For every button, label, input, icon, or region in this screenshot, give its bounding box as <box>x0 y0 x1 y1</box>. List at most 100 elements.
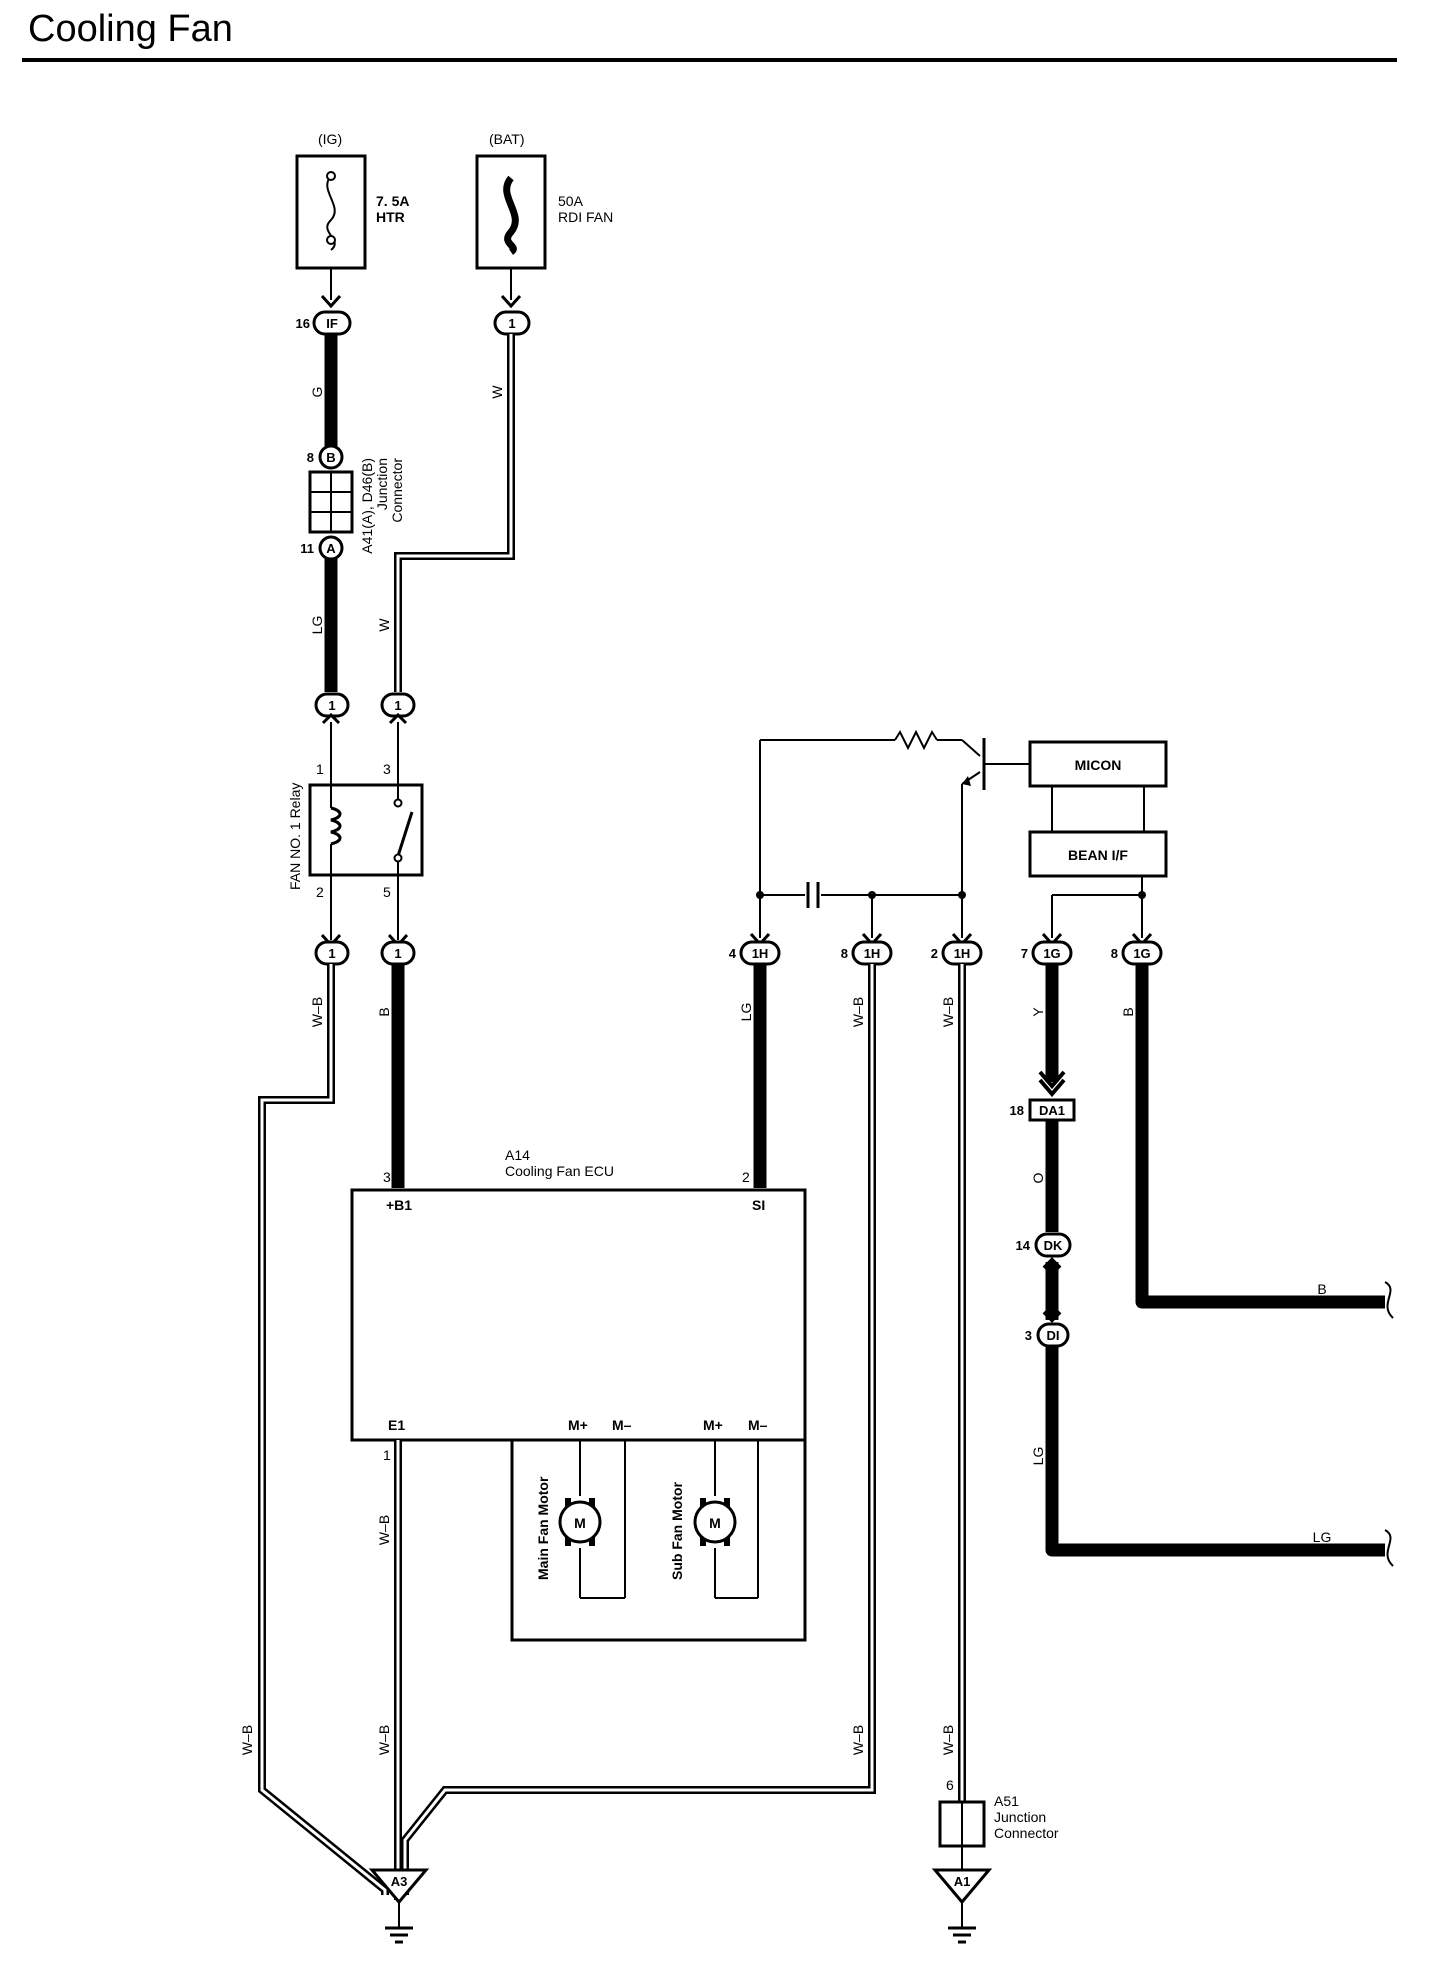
fan-no1-relay: FAN NO. 1 Relay 1 3 2 5 <box>287 761 424 900</box>
fuse-rdi-rating: 50A <box>558 193 584 209</box>
wire-color-wb-left: W–B <box>239 1725 255 1755</box>
wire-color-wb-h8-low: W–B <box>850 1725 866 1755</box>
connector-relay-out-1-code: 1 <box>328 946 335 961</box>
wire-color-w2: W <box>376 618 392 632</box>
ecu-main-mplus: M+ <box>568 1417 588 1433</box>
connector-jc-A-pin: 11 <box>300 541 314 556</box>
ecu-id: A14 <box>505 1147 530 1163</box>
fuse-htr-source: (IG) <box>318 131 342 147</box>
relay-coil-icon <box>330 806 342 846</box>
wire-color-lg-di: LG <box>1030 1447 1046 1466</box>
cooling-fan-ecu: A14 Cooling Fan ECU 3 +B1 2 SI E1 M+ M– … <box>350 1147 807 1463</box>
connector-DA1-code: DA1 <box>1039 1103 1065 1118</box>
wire-color-b-out: B <box>1317 1281 1326 1297</box>
connector-DK-pin: 14 <box>1016 1238 1031 1253</box>
ecu-si-label: SI <box>752 1197 765 1213</box>
junction-connector-1-line1: Junction <box>374 458 390 510</box>
ground-A1-label: A1 <box>954 1874 971 1889</box>
ground-A3: A3 <box>368 1868 430 1944</box>
relay-pin-5: 5 <box>383 884 391 900</box>
junction-connector-1-id: A41(A), D46(B) <box>359 458 375 554</box>
connector-relay-in-2-code: 1 <box>394 698 401 713</box>
bean-if-box <box>1028 830 1168 878</box>
main-fan-motor-icon <box>558 1500 602 1544</box>
continuation-icon <box>1384 1281 1394 1319</box>
junction-connector-1-line2: Connector <box>389 458 405 523</box>
ground-A1-icon <box>931 1868 993 1905</box>
connector-1H-8-pin: 8 <box>841 946 848 961</box>
fuse-rdi-fan: (BAT) 50A RDI FAN <box>475 131 613 270</box>
wire-color-lg-si: LG <box>738 1003 754 1022</box>
connector-1H-2-code: 1H <box>954 946 971 961</box>
connector-1G-8-pin: 8 <box>1111 946 1118 961</box>
fuse-rdi-source: (BAT) <box>489 131 525 147</box>
wire-color-wb-h2-low: W–B <box>940 1725 956 1755</box>
ecu-b1-label: +B1 <box>386 1197 412 1213</box>
fuse-htr: (IG) 7. 5A HTR <box>295 131 409 270</box>
connector-IF-code: IF <box>326 316 338 331</box>
connector-1H-4-code: 1H <box>752 946 769 961</box>
ground-A3-label: A3 <box>391 1874 408 1889</box>
fan-motors: M Main Fan Motor M Sub Fan Motor <box>510 1438 807 1642</box>
relay-pin-2: 2 <box>316 884 324 900</box>
fuse-htr-terminal-icon <box>326 235 336 245</box>
sub-fan-motor-label: Sub Fan Motor <box>669 1481 685 1580</box>
page-title: Cooling Fan <box>28 8 233 50</box>
wire-color-wb-e1-low: W–B <box>376 1725 392 1755</box>
fuse-rdi-name: RDI FAN <box>558 209 613 225</box>
arrow-icon <box>320 294 342 309</box>
wire-color-b1: B <box>376 1007 392 1016</box>
ecu-main-mminus: M– <box>612 1417 632 1433</box>
connector-DK <box>1034 1232 1072 1258</box>
wire-color-wb-h8: W–B <box>850 997 866 1027</box>
wire-color-wb-h2: W–B <box>940 997 956 1027</box>
ecu-e1-pin: 1 <box>383 1447 391 1463</box>
micon-label: MICON <box>1075 757 1122 773</box>
ecu-e1-label: E1 <box>388 1417 405 1433</box>
connector-1H-4-pin: 4 <box>729 946 737 961</box>
relay-pin-1: 1 <box>316 761 324 777</box>
resistor-icon <box>894 729 938 751</box>
connector-DI-pin: 3 <box>1025 1328 1032 1343</box>
main-motor-symbol: M <box>574 1515 586 1531</box>
micon-box <box>1028 740 1168 788</box>
connector-bat-1-code: 1 <box>508 316 515 331</box>
fuse-htr-name: HTR <box>376 209 405 225</box>
ecu-b1-pin: 3 <box>383 1169 391 1185</box>
ecu-sub-mminus: M– <box>748 1417 768 1433</box>
junction-connector-2-line2: Connector <box>994 1825 1059 1841</box>
ecu-sub-mplus: M+ <box>703 1417 723 1433</box>
connector-DK-code: DK <box>1044 1238 1063 1253</box>
junction-connector-A41-D46: A41(A), D46(B) Junction Connector <box>308 458 405 554</box>
arrow-icon <box>321 712 341 725</box>
connector-1G-7-code: 1G <box>1043 946 1060 961</box>
ecu-name: Cooling Fan ECU <box>505 1163 614 1179</box>
fuse-htr-terminal-icon <box>326 171 336 181</box>
relay-pin-3: 3 <box>383 761 391 777</box>
connector-jc-B-pin: 8 <box>307 450 314 465</box>
arrow-icon <box>1042 1310 1062 1323</box>
wire-color-o: O <box>1030 1172 1046 1183</box>
junction-connector-A51: 6 A51 Junction Connector <box>938 1777 1059 1848</box>
connector-1H-2-pin: 2 <box>931 946 938 961</box>
title-rule <box>22 58 1397 62</box>
arrow-icon <box>500 294 522 309</box>
junction-connector-2-line1: Junction <box>994 1809 1046 1825</box>
wire-color-b-g8: B <box>1120 1007 1136 1016</box>
connector-1H-8-code: 1H <box>864 946 881 961</box>
connector-1G-8-code: 1G <box>1133 946 1150 961</box>
fuse-rdi-element-icon <box>503 175 519 255</box>
wire-color-lg1: LG <box>309 616 325 635</box>
wire-color-lg-out: LG <box>1313 1529 1332 1545</box>
bean-if-label: BEAN I/F <box>1068 847 1128 863</box>
connector-jc-B <box>318 444 344 470</box>
connector-1G-7-pin: 7 <box>1021 946 1028 961</box>
relay-name: FAN NO. 1 Relay <box>287 783 303 890</box>
arrow-icon <box>1038 1070 1066 1090</box>
main-fan-motor-label: Main Fan Motor <box>535 1476 551 1580</box>
relay-switch-icon <box>396 811 414 857</box>
ground-A3-icon <box>368 1868 430 1905</box>
connector-DI-code: DI <box>1047 1328 1060 1343</box>
sub-fan-motor-icon <box>693 1500 737 1544</box>
